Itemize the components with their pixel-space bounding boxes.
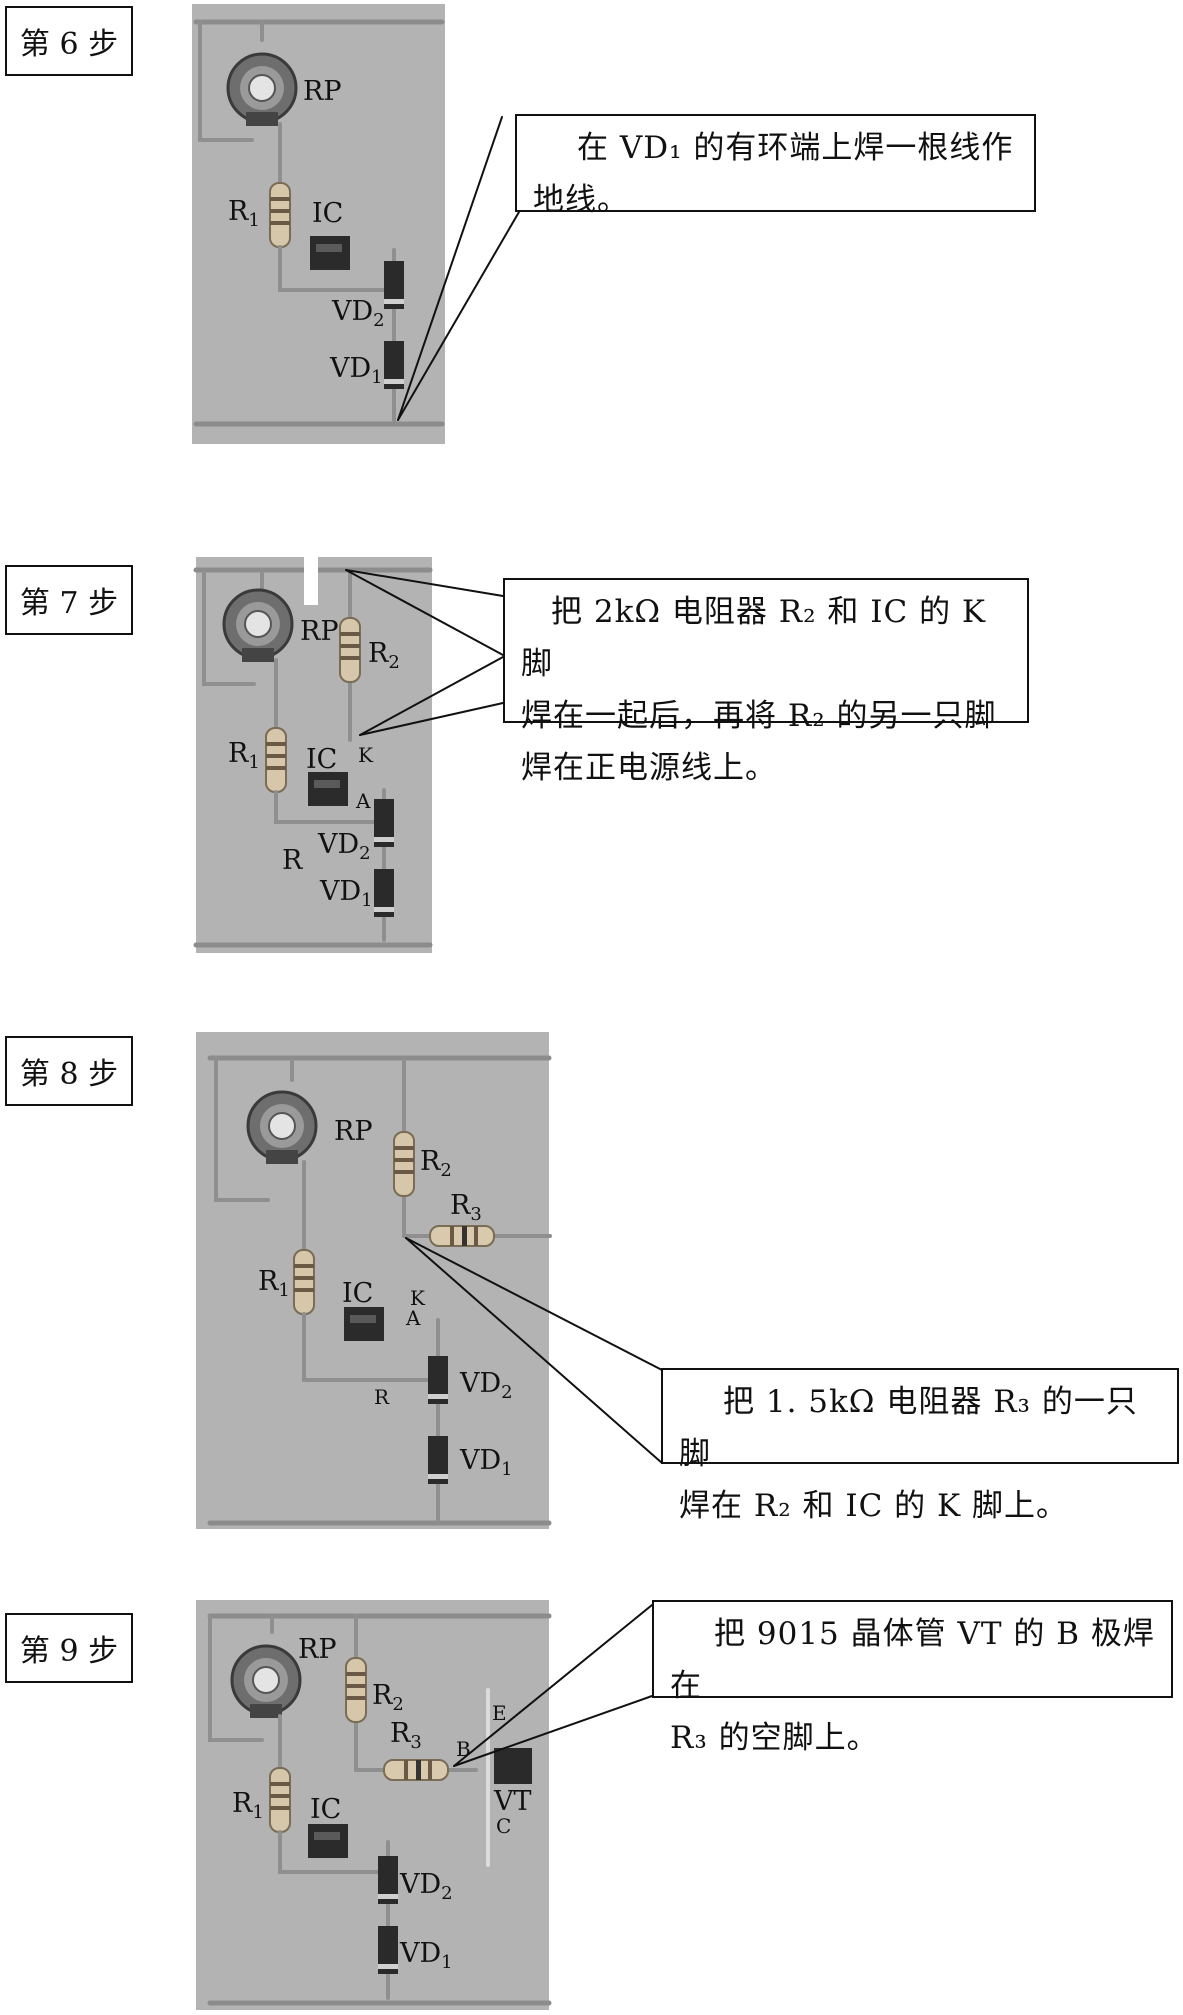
svg-text:R2: R2 — [368, 638, 400, 673]
svg-text:VD1: VD1 — [329, 353, 383, 388]
svg-text:K: K — [358, 743, 374, 767]
svg-text:RP: RP — [303, 76, 342, 107]
step-9-note: 把 9015 晶体管 VT 的 B 极焊在 R₃ 的空脚上。 — [652, 1600, 1173, 1756]
svg-text:IC: IC — [306, 744, 337, 775]
step-6-note-line-1: 在 VD₁ 的有环端上焊一根线作 — [577, 130, 1014, 166]
svg-text:IC: IC — [310, 1794, 341, 1825]
step-6-note: 在 VD₁ 的有环端上焊一根线作 地线。 — [515, 114, 1036, 218]
svg-text:R1: R1 — [228, 738, 260, 773]
step-6-label: 第 6 步 — [5, 6, 133, 76]
svg-text:R: R — [374, 1385, 390, 1409]
step-9-note-line-2: R₃ 的空脚上。 — [670, 1720, 879, 1756]
step-8-note-line-2: 焊在 R₂ 和 IC 的 K 脚上。 — [679, 1488, 1069, 1524]
svg-text:R3: R3 — [450, 1190, 482, 1225]
svg-text:R1: R1 — [258, 1266, 290, 1301]
step-8-note-line-1: 把 1. 5kΩ 电阻器 R₃ 的一只脚 — [679, 1384, 1138, 1472]
step-7-label: 第 7 步 — [5, 565, 133, 635]
step-8-drawing: RP R2 R3 R1 IC K A VD2 R VD1 — [207, 1055, 663, 1526]
step-7-drawing: RP R2 R1 IC K A VD2 R VD1 — [193, 557, 504, 948]
svg-text:C: C — [496, 1814, 511, 1838]
svg-text:R1: R1 — [232, 1788, 264, 1823]
svg-text:IC: IC — [312, 198, 343, 229]
step-7-note-line-2: 焊在一起后，再将 R₂ 的另一只脚 — [521, 698, 997, 734]
step-8-label: 第 8 步 — [5, 1036, 133, 1106]
svg-text:VT: VT — [493, 1786, 532, 1817]
step-9-label: 第 9 步 — [5, 1613, 133, 1683]
svg-text:R1: R1 — [228, 196, 260, 231]
svg-text:VD1: VD1 — [319, 876, 373, 911]
svg-text:VD1: VD1 — [459, 1445, 513, 1480]
svg-text:R3: R3 — [390, 1718, 422, 1753]
svg-text:R: R — [282, 845, 303, 876]
step-6-drawing: RP R1 IC VD2 VD1 — [193, 19, 520, 427]
svg-text:VD2: VD2 — [399, 1869, 453, 1904]
step-6-note-line-2: 地线。 — [533, 182, 629, 218]
step-7-note: 把 2kΩ 电阻器 R₂ 和 IC 的 K 脚 焊在一起后，再将 R₂ 的另一只… — [503, 578, 1029, 786]
svg-text:RP: RP — [300, 616, 339, 647]
svg-text:VD1: VD1 — [399, 1938, 453, 1973]
svg-text:E: E — [492, 1701, 507, 1725]
svg-text:R2: R2 — [420, 1146, 452, 1181]
step-7-note-line-3: 焊在正电源线上。 — [521, 750, 777, 786]
svg-text:RP: RP — [334, 1116, 373, 1147]
step-9-drawing: RP R2 R3 B E VT C R1 IC VD2 VD1 — [207, 1604, 653, 2006]
step-8-note: 把 1. 5kΩ 电阻器 R₃ 的一只脚 焊在 R₂ 和 IC 的 K 脚上。 — [661, 1368, 1179, 1524]
svg-text:IC: IC — [342, 1278, 373, 1309]
svg-text:K: K — [410, 1286, 426, 1310]
step-9-note-line-1: 把 9015 晶体管 VT 的 B 极焊在 — [670, 1616, 1155, 1704]
step-7-note-line-1: 把 2kΩ 电阻器 R₂ 和 IC 的 K 脚 — [521, 594, 987, 682]
svg-text:R2: R2 — [372, 1680, 404, 1715]
svg-text:RP: RP — [298, 1634, 337, 1665]
svg-text:A: A — [405, 1306, 421, 1330]
svg-text:VD2: VD2 — [459, 1368, 513, 1403]
svg-text:VD2: VD2 — [317, 829, 371, 864]
svg-text:A: A — [355, 789, 371, 813]
svg-text:VD2: VD2 — [331, 296, 385, 331]
